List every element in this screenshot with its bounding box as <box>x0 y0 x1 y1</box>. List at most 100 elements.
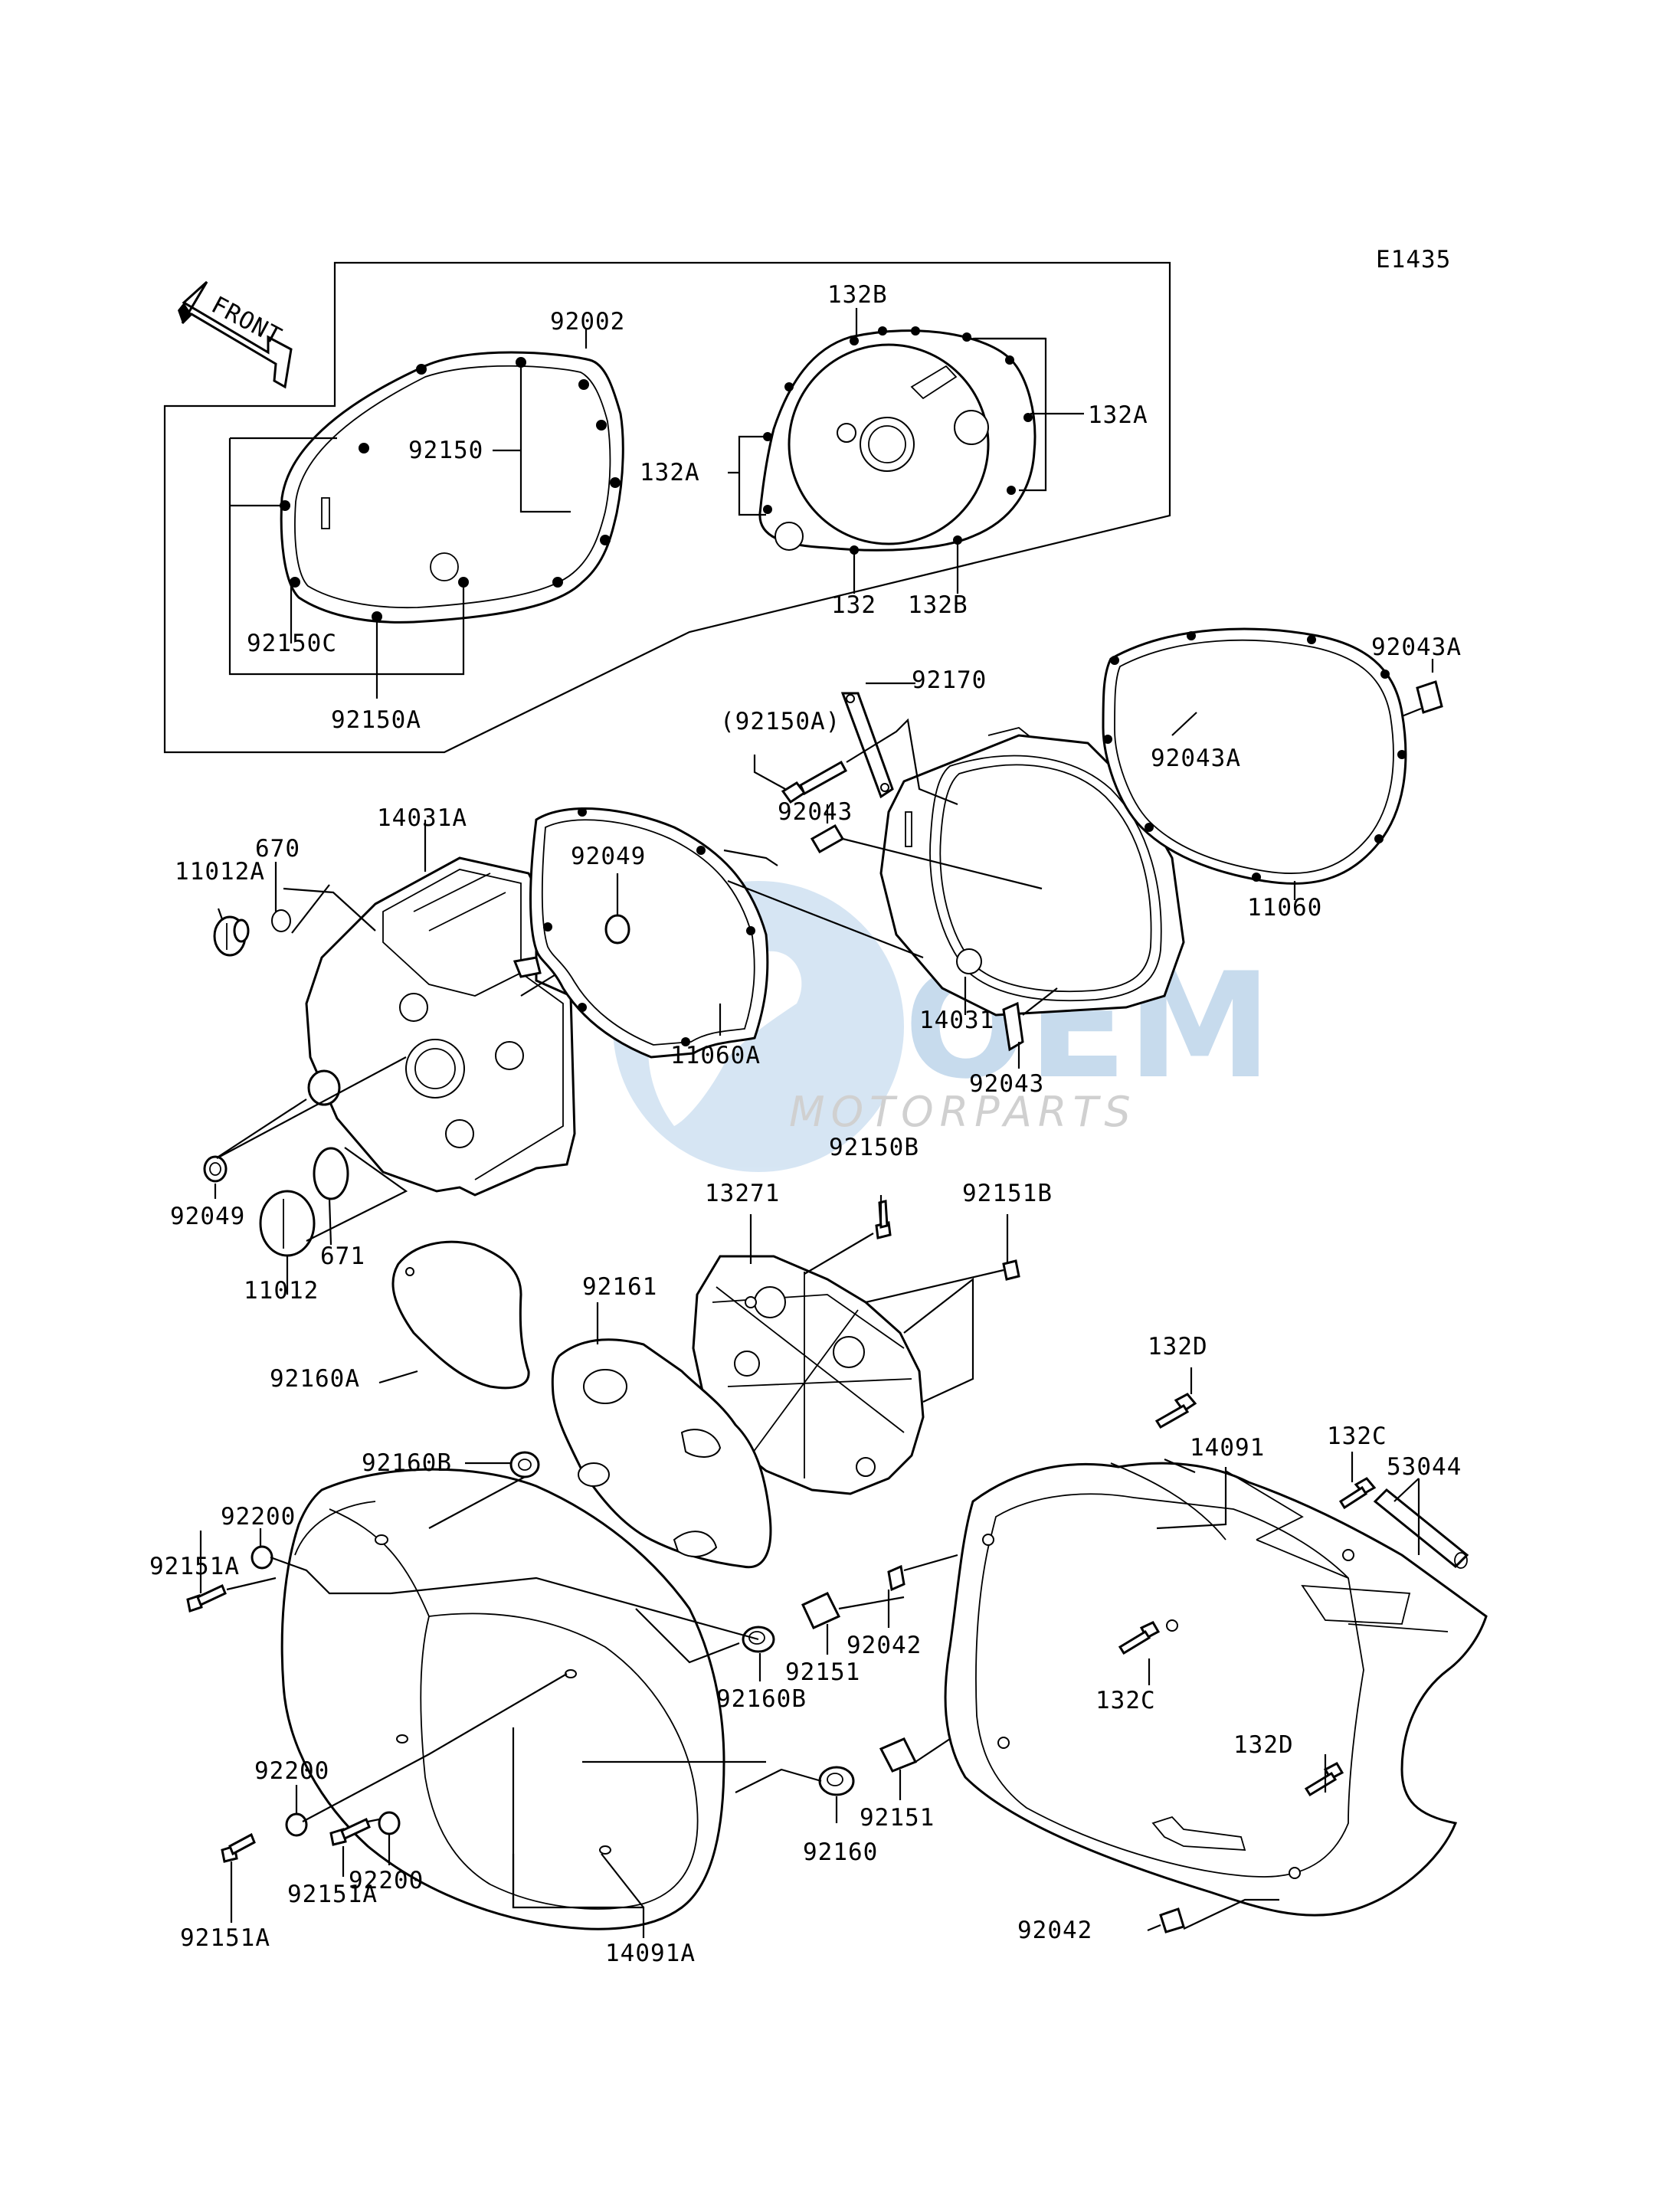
label-92049-bottom: 92049 <box>170 1203 245 1230</box>
damper-92160 <box>818 1766 855 1796</box>
label-132a-left: 132A <box>640 459 700 486</box>
clutch-cover-14031 <box>879 727 1185 1017</box>
washer-92200-mid <box>285 1812 308 1837</box>
leaders-pads <box>378 1302 599 1384</box>
washer-92049-left <box>203 1155 228 1183</box>
label-92200-top: 92200 <box>221 1503 296 1531</box>
label-11012: 11012 <box>244 1277 319 1305</box>
washer-92049-top <box>604 914 630 945</box>
inner-cover-14091 <box>944 1462 1488 1917</box>
label-14091: 14091 <box>1190 1434 1265 1462</box>
bolt-132d-bottom <box>1304 1761 1344 1797</box>
label-132b-bottom: 132B <box>908 591 968 619</box>
label-92151-bottom: 92151 <box>860 1804 935 1832</box>
damper-92160b-top <box>509 1451 540 1478</box>
label-132c-mid: 132C <box>1095 1687 1156 1714</box>
plate-13271 <box>692 1255 925 1495</box>
leaders-lower <box>199 1367 1420 1938</box>
label-92002: 92002 <box>550 308 625 336</box>
dowel-92042-mid <box>887 1564 905 1592</box>
label-92151b: 92151B <box>962 1180 1053 1207</box>
watermark-sub: MOTORPARTS <box>789 1088 1137 1136</box>
leaders-14031 <box>727 682 1058 1069</box>
diagram-code: E1435 <box>1376 246 1451 273</box>
dowel-92042-bottom <box>1159 1907 1185 1933</box>
label-92160b-top: 92160B <box>362 1449 452 1477</box>
label-92170: 92170 <box>912 666 987 694</box>
bolt-132c-top <box>1338 1477 1377 1510</box>
label-92200-bottom: 92200 <box>349 1867 424 1894</box>
label-92043-top: 92043 <box>778 798 853 826</box>
bolt-132d-top <box>1154 1393 1197 1429</box>
alternator-cover <box>758 326 1036 555</box>
label-11012a: 11012A <box>175 858 265 886</box>
pad-92160a <box>391 1240 530 1390</box>
label-11060a: 11060A <box>670 1042 761 1069</box>
gasket-11060a <box>513 807 769 1059</box>
label-92150b: 92150B <box>829 1134 919 1161</box>
gasket-11060 <box>1102 627 1407 885</box>
label-92150a-paren: (92150A) <box>720 708 840 735</box>
bolt-92150a-paren <box>781 760 848 804</box>
label-92160b-mid: 92160B <box>716 1685 807 1713</box>
label-132a-right: 132A <box>1088 401 1148 429</box>
bolt-92151a-mid <box>329 1817 371 1846</box>
label-132c-top: 132C <box>1327 1423 1387 1450</box>
label-92042-mid: 92042 <box>847 1632 922 1659</box>
label-92151a-top: 92151A <box>149 1553 240 1580</box>
label-92161: 92161 <box>582 1273 657 1301</box>
washer-92200-top <box>251 1545 273 1570</box>
leaders-inset-left <box>228 329 588 699</box>
pad-92161 <box>551 1338 772 1569</box>
label-132b-top: 132B <box>827 281 888 309</box>
label-92043a-inner: 92043A <box>1151 745 1241 772</box>
label-14031: 14031 <box>919 1007 994 1034</box>
washer-92200-bottom <box>378 1811 401 1835</box>
rod-53044 <box>1373 1488 1469 1569</box>
leaders-left-cover <box>214 820 571 1295</box>
label-14031a: 14031A <box>377 804 467 832</box>
label-92150: 92150 <box>408 437 483 464</box>
bolt-92151a-bottom <box>221 1832 256 1863</box>
bolt-132c-mid <box>1118 1621 1161 1655</box>
label-92043-bottom: 92043 <box>969 1070 1044 1098</box>
plug-11012 <box>259 1190 316 1257</box>
label-92151a-bottom: 92151A <box>180 1924 270 1952</box>
spacer-92151-bottom <box>879 1737 918 1773</box>
leaders-13271 <box>749 1195 1009 1403</box>
label-92151a-mid: 92151A <box>287 1881 378 1908</box>
label-92160: 92160 <box>803 1838 878 1866</box>
front-arrow-icon: FRONT <box>178 280 293 389</box>
spacer-92151-mid <box>801 1592 841 1629</box>
gasket-92002 <box>280 351 624 624</box>
seal-left <box>307 1069 341 1106</box>
leaders-inset-right <box>728 308 1084 594</box>
dowel-92043-bottom <box>1002 1001 1024 1052</box>
label-92151-mid: 92151 <box>785 1658 860 1686</box>
label-132d-bottom: 132D <box>1233 1731 1294 1759</box>
label-13271: 13271 <box>705 1180 780 1207</box>
label-11060: 11060 <box>1247 894 1322 922</box>
bolt-92150b <box>875 1200 892 1239</box>
part-labels: 92002 92150 92150C 92150A 132B 132A 132A… <box>149 281 1462 1967</box>
dowel-92043-top <box>810 823 845 854</box>
label-92200-mid: 92200 <box>254 1757 329 1785</box>
oring-670 <box>271 909 291 932</box>
plug-11012a <box>213 915 250 957</box>
label-92049-top: 92049 <box>571 843 646 870</box>
label-132: 132 <box>831 591 876 619</box>
oring-671 <box>313 1147 349 1200</box>
bolt-92151b <box>1002 1259 1020 1281</box>
label-92042-bottom: 92042 <box>1017 1917 1092 1944</box>
leaders-11060 <box>1171 659 1434 900</box>
label-132d-top: 132D <box>1148 1333 1208 1360</box>
label-92043a-right: 92043A <box>1371 634 1462 661</box>
bracket-92170 <box>840 692 894 799</box>
label-92150c: 92150C <box>247 630 337 657</box>
label-671: 671 <box>320 1243 365 1270</box>
label-14091a: 14091A <box>605 1940 696 1967</box>
bolt-92151a-top <box>186 1583 227 1613</box>
leaders-11060a <box>616 849 778 1036</box>
label-670: 670 <box>255 835 300 863</box>
